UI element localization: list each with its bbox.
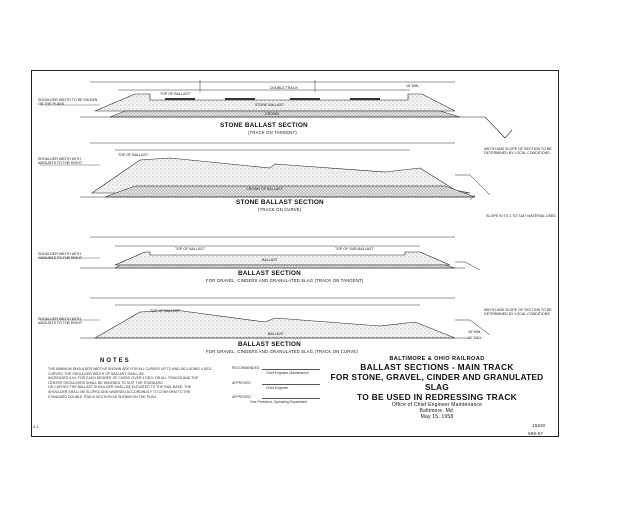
s4-max: 12' MAX. bbox=[468, 336, 483, 340]
section1-figure bbox=[40, 80, 513, 139]
sig1-line bbox=[262, 369, 320, 370]
drawing-title-line3: TO BE USED IN REDRESSING TRACK bbox=[356, 392, 518, 402]
sig3-role: APPROVED bbox=[232, 395, 251, 399]
railroad-name: BALTIMORE & OHIO RAILROAD bbox=[389, 356, 485, 362]
s2-crown: CROWN OF BALLAST bbox=[246, 187, 283, 191]
note-line: SHOULDER SHALL BE SLOPED AND WIDENED ACC… bbox=[48, 389, 191, 394]
notes-heading: NOTES bbox=[100, 358, 131, 364]
s3-top-of-ballast: TOP OF BALLAST bbox=[175, 247, 206, 251]
s2-width-slope-note: WIDTH AND SLOPE OF SECTION TO BE DETERMI… bbox=[484, 147, 552, 156]
section4-figure bbox=[40, 297, 491, 339]
office-line: Office of Chief Engineer Maintenance bbox=[391, 402, 483, 408]
s2-slope-note: SLOPE IN TO 1 TO SUIT MATERIAL USED bbox=[486, 214, 556, 218]
sig2-title: Chief Engineer bbox=[266, 386, 289, 390]
section1-subtitle: (TRACK ON TANGENT) bbox=[248, 130, 297, 135]
sig2-role: APPROVED bbox=[232, 381, 251, 385]
drawing-number: 15830 bbox=[532, 424, 546, 429]
notes-block: THE MINIMUM SHOULDER WIDTHS SHOWN ARE FO… bbox=[48, 367, 218, 399]
section3-subtitle: FOR GRAVEL, CINDERS AND GRANULATED SLAG … bbox=[206, 278, 364, 283]
section2-title: STONE BALLAST SECTION bbox=[236, 199, 324, 206]
s4-ballast: BALLAST bbox=[268, 332, 284, 336]
city-line: Baltimore, Md. bbox=[419, 408, 455, 414]
s2-top-of-ballast: TOP OF BALLAST bbox=[118, 153, 149, 157]
note-line: THE MINIMUM SHOULDER WIDTHS SHOWN ARE FO… bbox=[48, 367, 213, 376]
section2-figure bbox=[40, 142, 491, 201]
sig3-line bbox=[262, 398, 320, 399]
drawing-title-line2: FOR STONE, GRAVEL, CINDER AND GRANULATED… bbox=[330, 372, 544, 392]
s1-double-track: DOUBLE TRACK bbox=[270, 86, 298, 90]
sig1-title: Chief Engineer Maintenance bbox=[266, 371, 309, 375]
note-line: CENTER SHOULDERS SHALL BE WIDENED TO SUI… bbox=[48, 380, 164, 385]
sig3-title: Vice President, Operating Department bbox=[250, 400, 308, 404]
sheet-number: 569-67 bbox=[528, 432, 543, 437]
note-line: ON CURVES THE BALLAST SHOULDER SHALL BE … bbox=[48, 385, 192, 390]
corner-mark: A-1 bbox=[33, 425, 39, 429]
title-block: BALTIMORE & OHIO RAILROAD BALLAST SECTIO… bbox=[322, 356, 552, 420]
s1-stone-ballast: STONE BALLAST bbox=[255, 103, 285, 107]
s2-shoulder-label: SHOULDER WIDTH WITH AMOUNTS TO THE RIGHT bbox=[38, 157, 83, 166]
s1-crown: CROWN bbox=[265, 112, 279, 116]
drawing-title-line1: BALLAST SECTIONS - MAIN TRACK bbox=[360, 362, 514, 372]
sig2-line bbox=[262, 384, 320, 385]
sig1-role: RECOMMENDED bbox=[232, 366, 260, 370]
section1-title: STONE BALLAST SECTION bbox=[220, 122, 308, 129]
section2-subtitle: (TRACK ON CURVE) bbox=[258, 207, 302, 212]
drawing-sheet bbox=[31, 70, 559, 437]
section3-figure bbox=[40, 236, 481, 271]
section4-subtitle: FOR GRAVEL, CINDERS AND GRANULATED SLAG … bbox=[206, 349, 358, 354]
date-line: May 15, 1958 bbox=[420, 414, 454, 420]
note-line: STANDARD DOUBLE TRACK SECTION AS SHOWN O… bbox=[48, 394, 157, 399]
section3-title: BALLAST SECTION bbox=[238, 270, 301, 277]
s4-shoulder-label: SHOULDER WIDTH WITH AMOUNTS TO THE RIGHT bbox=[38, 317, 83, 326]
section4-title: BALLAST SECTION bbox=[238, 341, 301, 348]
s3-top-of-subballast: TOP OF SUB-BALLAST bbox=[335, 247, 374, 251]
s1-shoulder-label: SHOULDER WIDTH TO BE SHOWN ON THE PLANS bbox=[38, 98, 98, 107]
note-line: INCREASED 6 IN. FOR EACH DEGREE OF CURVE… bbox=[48, 376, 199, 381]
s4-min: 18' MIN. bbox=[468, 330, 482, 334]
s1-top-of-ballast: TOP OF BALLAST bbox=[160, 92, 191, 96]
s3-shoulder-label: SHOULDER WIDTH WITH AMOUNTS TO THE RIGHT bbox=[38, 252, 83, 261]
s1-min: 18' MIN. bbox=[406, 84, 420, 88]
s4-top-of-ballast: TOP OF BALLAST bbox=[150, 309, 181, 313]
s3-ballast: BALLAST bbox=[262, 258, 278, 262]
s4-width-slope-note: WIDTH AND SLOPE OF SECTION TO BE DETERMI… bbox=[484, 308, 552, 317]
